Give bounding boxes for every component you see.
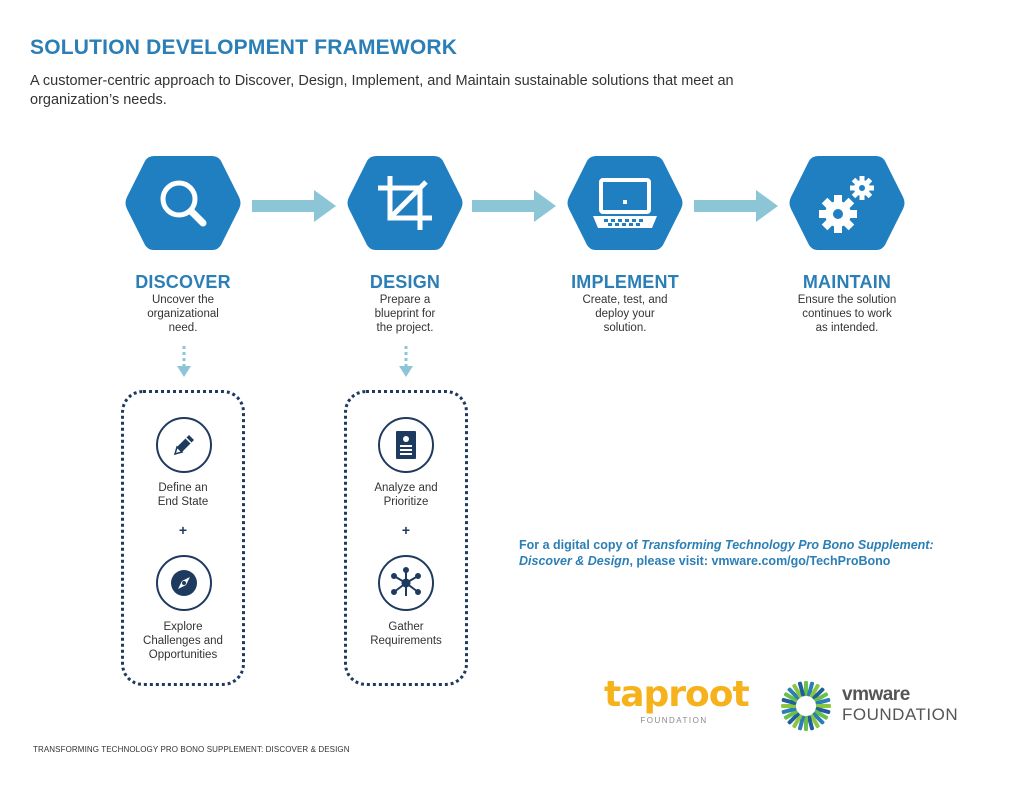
arrow-design-implement xyxy=(472,190,556,222)
design-substeps-box xyxy=(344,390,468,686)
step-desc-implement: Create, test, and deploy your solution. xyxy=(582,294,668,334)
page-subtitle: A customer-centric approach to Discover,… xyxy=(30,73,734,108)
discover-hexagon xyxy=(124,152,242,254)
design-hexagon xyxy=(346,152,464,254)
compass-icon xyxy=(156,555,212,611)
substep-label-gather-requirements: Gather Requirements xyxy=(370,621,442,647)
plus-sign-discover: + xyxy=(178,522,188,538)
vmware-foundation-burst-icon xyxy=(781,681,831,731)
arrow-discover-design xyxy=(252,190,336,222)
substep-label-explore-challenges: Explore Challenges and Opportunities xyxy=(143,621,223,661)
taproot-foundation-logo: taproot FOUNDATION xyxy=(604,674,750,726)
magnifier-icon xyxy=(160,180,207,227)
discover-substeps-box xyxy=(121,390,245,686)
arrow-implement-maintain xyxy=(694,190,778,222)
laptop-icon xyxy=(593,178,657,228)
step-title-discover: DISCOVER xyxy=(135,272,231,292)
page-title: SOLUTION DEVELOPMENT FRAMEWORK xyxy=(30,36,458,59)
step-title-design: DESIGN xyxy=(369,272,441,292)
step-desc-design: Prepare a blueprint for the project. xyxy=(374,294,436,334)
vmware-foundation-label: FOUNDATION xyxy=(842,705,959,724)
crop-icon xyxy=(378,176,432,230)
document-icon xyxy=(378,417,434,473)
step-title-maintain: MAINTAIN xyxy=(802,272,892,292)
substep-label-define-end-state: Define an End State xyxy=(157,482,209,508)
down-arrow-discover xyxy=(177,346,191,377)
gears-icon xyxy=(819,176,874,233)
pencil-icon xyxy=(156,417,212,473)
maintain-hexagon xyxy=(788,152,906,254)
implement-hexagon xyxy=(566,152,684,254)
vmware-wordmark: vmware xyxy=(842,684,910,705)
step-desc-maintain: Ensure the solution continues to work as… xyxy=(797,294,897,334)
digital-copy-note: For a digital copy of Transforming Techn… xyxy=(519,538,934,568)
network-icon xyxy=(378,555,434,611)
step-title-implement: IMPLEMENT xyxy=(571,272,679,292)
page-footer: TRANSFORMING TECHNOLOGY PRO BONO SUPPLEM… xyxy=(33,745,350,754)
down-arrow-design xyxy=(399,346,413,377)
plus-sign-design: + xyxy=(401,522,411,538)
step-desc-discover: Uncover the organizational need. xyxy=(147,294,219,334)
substep-label-analyze-prioritize: Analyze and Prioritize xyxy=(374,482,438,508)
